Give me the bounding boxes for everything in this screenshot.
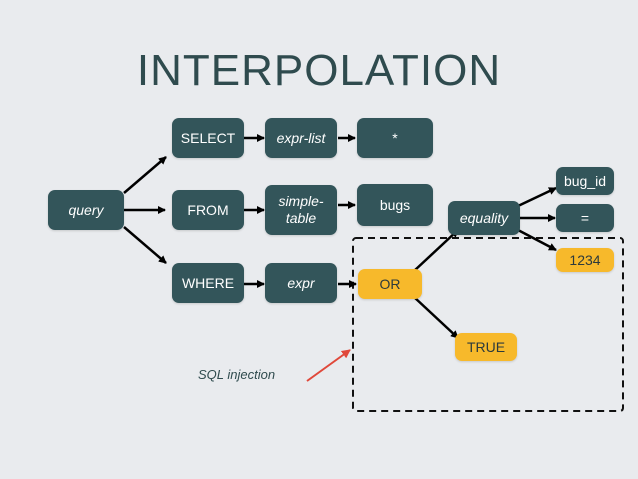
edge-or-true [413,296,459,339]
node-star: * [357,118,433,158]
node-or: OR [358,269,422,299]
node-where: WHERE [172,263,244,303]
node-expr: expr [265,263,337,303]
node-from: FROM [172,190,244,230]
node-query: query [48,190,124,230]
edge-equality-bugid [517,186,557,208]
node-select: SELECT [172,118,244,158]
node-expr-list: expr-list [265,118,337,158]
edge-query-select [123,156,167,194]
node-equals: = [556,204,614,232]
injection-pointer-arrow [306,349,351,382]
node-bug-id: bug_id [556,167,614,195]
node-true: TRUE [455,333,517,361]
node-equality: equality [448,201,520,235]
edge-equality-1234 [517,228,557,252]
node-simple-table: simple- table [265,185,337,235]
edge-or-equality [413,229,459,272]
sql-injection-label: SQL injection [198,367,276,382]
node-bugs: bugs [357,184,433,226]
injection-region [352,237,624,412]
edge-query-where [123,226,167,264]
node-1234: 1234 [556,248,614,272]
slide-title: INTERPOLATION [136,46,502,95]
